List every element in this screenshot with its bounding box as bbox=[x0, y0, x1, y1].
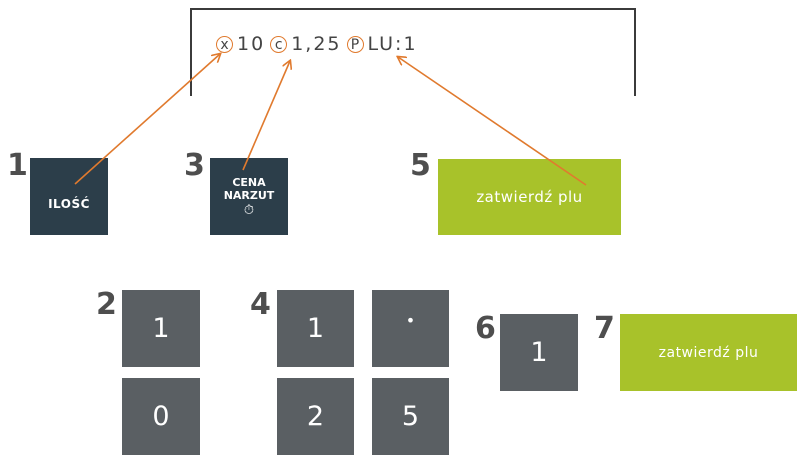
digit-1-plu-label: 1 bbox=[530, 337, 548, 368]
step-5-label: 5 bbox=[410, 148, 431, 183]
price-code: c bbox=[270, 35, 288, 53]
price-value: 1,25 bbox=[291, 33, 342, 55]
price-markup-key[interactable]: CENA NARZUT ⏱ bbox=[210, 158, 288, 235]
decimal-point-key[interactable]: • bbox=[372, 290, 449, 367]
step-1-label: 1 bbox=[7, 148, 28, 183]
cash-register-display bbox=[190, 8, 636, 96]
digit-1-key-price[interactable]: 1 bbox=[277, 290, 354, 367]
step-7-label: 7 bbox=[594, 311, 615, 346]
digit-5-key[interactable]: 5 bbox=[372, 378, 449, 455]
digit-1-label: 1 bbox=[152, 313, 170, 344]
quantity-key[interactable]: ILOŚĆ bbox=[30, 158, 108, 235]
quantity-code: x bbox=[216, 35, 233, 53]
plu-code: P bbox=[346, 35, 364, 53]
step-2-label: 2 bbox=[96, 287, 117, 322]
step-3-label: 3 bbox=[184, 148, 205, 183]
digit-5-label: 5 bbox=[401, 401, 420, 432]
quantity-value: 10 bbox=[237, 33, 266, 55]
confirm-plu-key[interactable]: zatwierdź plu bbox=[438, 159, 621, 235]
confirm-plu-key-final[interactable]: zatwierdź plu bbox=[620, 314, 797, 391]
digit-1-key-plu[interactable]: 1 bbox=[500, 314, 578, 391]
confirm-plu-final-label: zatwierdź plu bbox=[658, 344, 759, 361]
digit-0-label: 0 bbox=[152, 401, 170, 432]
decimal-point-label: • bbox=[405, 311, 416, 330]
price-key-line2: NARZUT bbox=[223, 189, 275, 202]
step-4-label: 4 bbox=[250, 287, 271, 322]
price-key-line1: CENA bbox=[232, 176, 266, 189]
display-line: x 10 c 1,25 P LU:1 bbox=[216, 29, 418, 59]
confirm-plu-label: zatwierdź plu bbox=[476, 188, 583, 206]
step-6-label: 6 bbox=[475, 311, 496, 346]
digit-2-label: 2 bbox=[306, 401, 325, 432]
clock-icon: ⏱ bbox=[243, 203, 255, 218]
digit-2-key[interactable]: 2 bbox=[277, 378, 354, 455]
quantity-key-label: ILOŚĆ bbox=[48, 196, 90, 211]
digit-0-key[interactable]: 0 bbox=[122, 378, 200, 455]
plu-value: LU:1 bbox=[367, 33, 418, 55]
digit-1-key[interactable]: 1 bbox=[122, 290, 200, 367]
digit-1-price-label: 1 bbox=[306, 313, 325, 344]
